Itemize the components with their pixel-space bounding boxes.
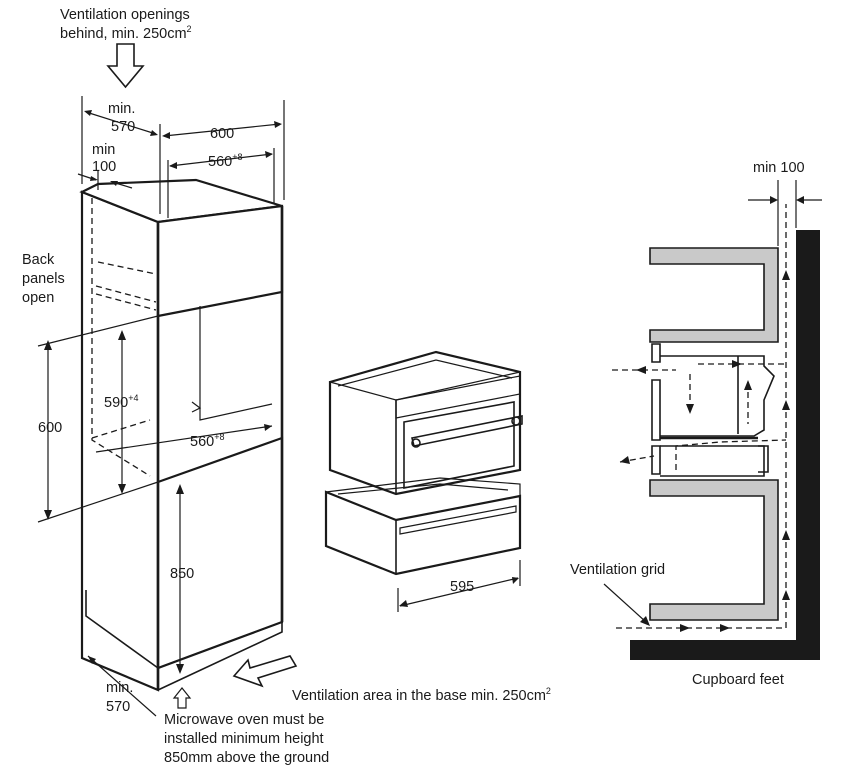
dim-min570-top-a: min. <box>108 101 135 117</box>
mw-note-line2: installed minimum height <box>164 731 324 747</box>
mw-note-line1: Microwave oven must be <box>164 712 324 728</box>
mw-note-line3: 850mm above the ground <box>164 750 329 766</box>
dim-850-label: 850 <box>170 566 194 582</box>
dim-min100-right: min 100 <box>748 160 822 246</box>
cupboard-feet-label: Cupboard feet <box>692 672 784 688</box>
dim-560-top: 560+8 <box>167 148 275 218</box>
base-vent-arrow-icon <box>232 655 298 688</box>
dim-min100-right-label: min 100 <box>753 160 805 176</box>
dim-min570-bottom-b: 570 <box>106 699 130 715</box>
dim-min100-left-a: min <box>92 142 115 158</box>
dim-600-width: 600 <box>162 100 285 200</box>
section-view <box>612 204 820 660</box>
dim-560-mid: 560+8 <box>95 424 273 453</box>
tall-cabinet <box>79 178 284 692</box>
dim-600-height-label: 600 <box>38 420 62 436</box>
dim-590: 590+4 <box>104 330 138 494</box>
dim-min100-left: min 100 <box>77 142 133 190</box>
dim-560-mid-sup: +8 <box>214 432 224 442</box>
base-vent-label: Ventilation area in the base min. 250cm2 <box>292 686 551 704</box>
vent-openings-label-line1: Ventilation openings <box>60 7 190 23</box>
dim-590-label: 590+4 <box>104 393 138 411</box>
dim-590-sup: +4 <box>128 393 138 403</box>
dim-560-mid-label: 560+8 <box>190 432 224 450</box>
dim-600-height: 600 <box>37 315 159 523</box>
dim-min100-left-b: 100 <box>92 159 116 175</box>
oven-with-drawer <box>324 350 523 576</box>
down-arrow-icon <box>106 43 145 89</box>
vent-openings-sup: 2 <box>187 24 192 34</box>
dim-600-label: 600 <box>210 126 234 142</box>
dim-min570-top: min. 570 <box>81 96 161 214</box>
wall <box>630 230 820 660</box>
back-panels-label-2: panels <box>22 271 65 287</box>
vent-grid-label: Ventilation grid <box>570 562 665 578</box>
dim-min570-bottom: min. 570 <box>87 655 157 717</box>
back-panels-label-1: Back <box>22 252 55 268</box>
back-panels-label-3: open <box>22 290 54 306</box>
vent-openings-label-line2: behind, min. 250cm2 <box>60 24 192 42</box>
dim-595: 595 <box>397 560 521 612</box>
dim-560-top-label: 560+8 <box>208 152 242 170</box>
dim-min570-top-b: 570 <box>111 119 135 135</box>
dim-min570-bottom-a: min. <box>106 680 133 696</box>
up-arrow-icon <box>172 687 192 709</box>
dim-560-top-sup: +8 <box>232 152 242 162</box>
base-vent-sup: 2 <box>546 686 551 696</box>
dim-850: 850 <box>170 484 194 674</box>
dim-595-label: 595 <box>450 579 474 595</box>
